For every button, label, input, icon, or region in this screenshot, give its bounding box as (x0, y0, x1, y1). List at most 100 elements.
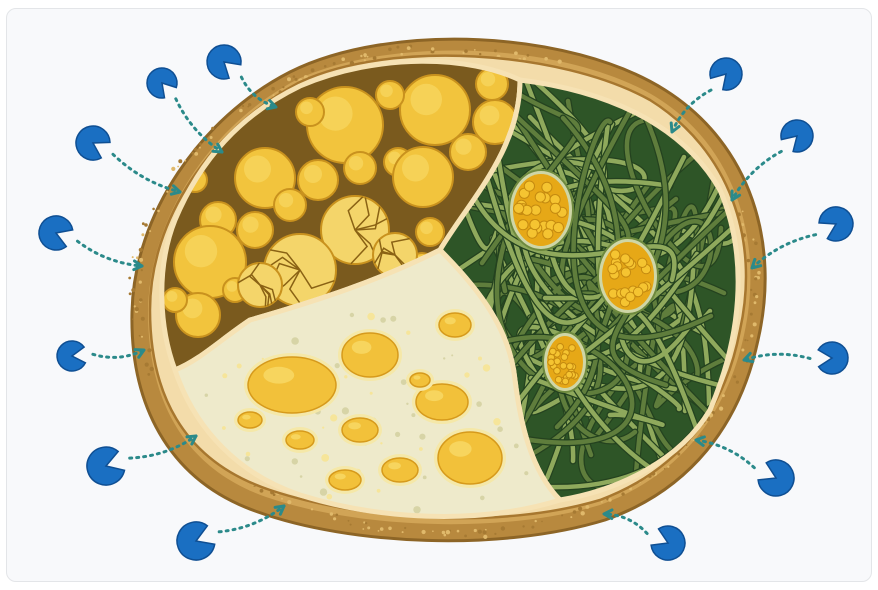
crust-speck (199, 147, 201, 149)
creamy-speck (320, 488, 327, 495)
creamy-speck (390, 316, 396, 322)
crust-speck (753, 322, 757, 326)
oil-globule-highlight (481, 72, 495, 86)
crust-speck (478, 530, 482, 534)
creamy-speck (480, 496, 485, 501)
crust-speck (139, 335, 141, 337)
yolk-highlight (449, 441, 471, 457)
crust-speck (336, 514, 339, 517)
crust-speck (194, 152, 198, 156)
oil-globule-highlight (279, 193, 293, 207)
yolk-highlight (352, 341, 372, 354)
crust-speck (422, 530, 426, 534)
crust-speck (388, 48, 392, 52)
creamy-speck (514, 444, 519, 449)
creamy-speck (222, 373, 227, 378)
oil-globule-highlight (380, 85, 393, 98)
crust-speck (333, 62, 336, 65)
crust-speck (152, 208, 155, 211)
crust-speck (211, 127, 214, 130)
creamy-speck (380, 442, 382, 444)
crust-speck (667, 466, 669, 468)
yolk-blob (438, 432, 502, 484)
crust-speck (147, 348, 151, 352)
oil-globule-highlight (167, 291, 178, 302)
crust-speck (367, 526, 370, 529)
crust-speck (431, 47, 434, 50)
crust-speck (722, 394, 725, 397)
crust-speck (239, 109, 243, 113)
crust-speck (132, 256, 134, 258)
crust-speck (166, 191, 168, 193)
creamy-speck (327, 494, 333, 500)
crust-speck (578, 507, 582, 511)
crust-speck (177, 166, 179, 168)
cluster-kernel (524, 181, 534, 191)
crust-speck (139, 258, 143, 262)
cluster-kernel (621, 254, 630, 263)
creamy-speck (370, 392, 373, 395)
creamy-speck (237, 364, 242, 369)
creamy-speck (330, 414, 337, 421)
cluster-kernel (633, 287, 642, 296)
dotted-arrow-icon (78, 241, 143, 266)
pacman-enzyme-icon (819, 207, 853, 241)
pacman-enzyme-icon (76, 126, 110, 160)
crust-speck (719, 407, 723, 411)
crust-speck (736, 381, 739, 384)
yolk-highlight (388, 462, 401, 469)
crust-speck (561, 514, 563, 516)
oil-globule-highlight (300, 102, 313, 115)
cluster-kernel (554, 368, 561, 375)
creamy-speck (411, 413, 415, 417)
cluster-kernel (535, 192, 545, 202)
creamy-speck (205, 394, 208, 397)
creamy-speck (245, 456, 250, 461)
pacman-enzyme-icon (758, 460, 794, 496)
crust-speck (747, 259, 750, 262)
crust-speck (271, 87, 275, 91)
oil-globule-highlight (242, 217, 258, 233)
crust-speck (199, 143, 202, 146)
cluster-kernel (530, 219, 540, 229)
crust-speck (128, 277, 131, 280)
crust-speck (404, 527, 406, 529)
pacman-enzyme-icon (710, 58, 742, 90)
crust-speck (464, 535, 467, 538)
yolk-highlight (335, 474, 346, 480)
crust-speck (664, 468, 666, 470)
creamy-speck (401, 379, 407, 385)
cluster-kernel (621, 268, 630, 277)
oil-globule-highlight (205, 207, 221, 223)
crust-speck (341, 57, 345, 61)
creamy-speck (367, 313, 375, 321)
cluster-kernel (542, 182, 552, 192)
oil-globule-highlight (304, 165, 322, 183)
crust-speck (348, 520, 350, 522)
yolk-blob (410, 373, 430, 387)
crust-speck (522, 525, 524, 527)
creamy-speck (406, 331, 410, 335)
yolk-highlight (242, 415, 250, 420)
pacman-enzyme-icon (651, 526, 685, 560)
cluster-kernel (562, 378, 569, 385)
creamy-speck (478, 357, 482, 361)
creamy-speck (406, 403, 408, 405)
creamy-speck (335, 363, 340, 368)
crust-speck (462, 52, 464, 54)
crust-speck (396, 46, 399, 49)
crust-speck (494, 49, 497, 52)
cluster-kernel (611, 250, 620, 259)
crust-speck (514, 51, 518, 55)
crust-speck (178, 159, 182, 163)
crust-speck (693, 440, 695, 442)
creamy-speck (350, 313, 354, 317)
crust-speck (311, 68, 315, 72)
crust-speck (535, 520, 537, 522)
crust-speck (282, 86, 284, 88)
crust-speck (431, 51, 433, 53)
oil-globule-highlight (411, 84, 443, 116)
crust-speck (242, 105, 244, 107)
creamy-speck (419, 434, 425, 440)
